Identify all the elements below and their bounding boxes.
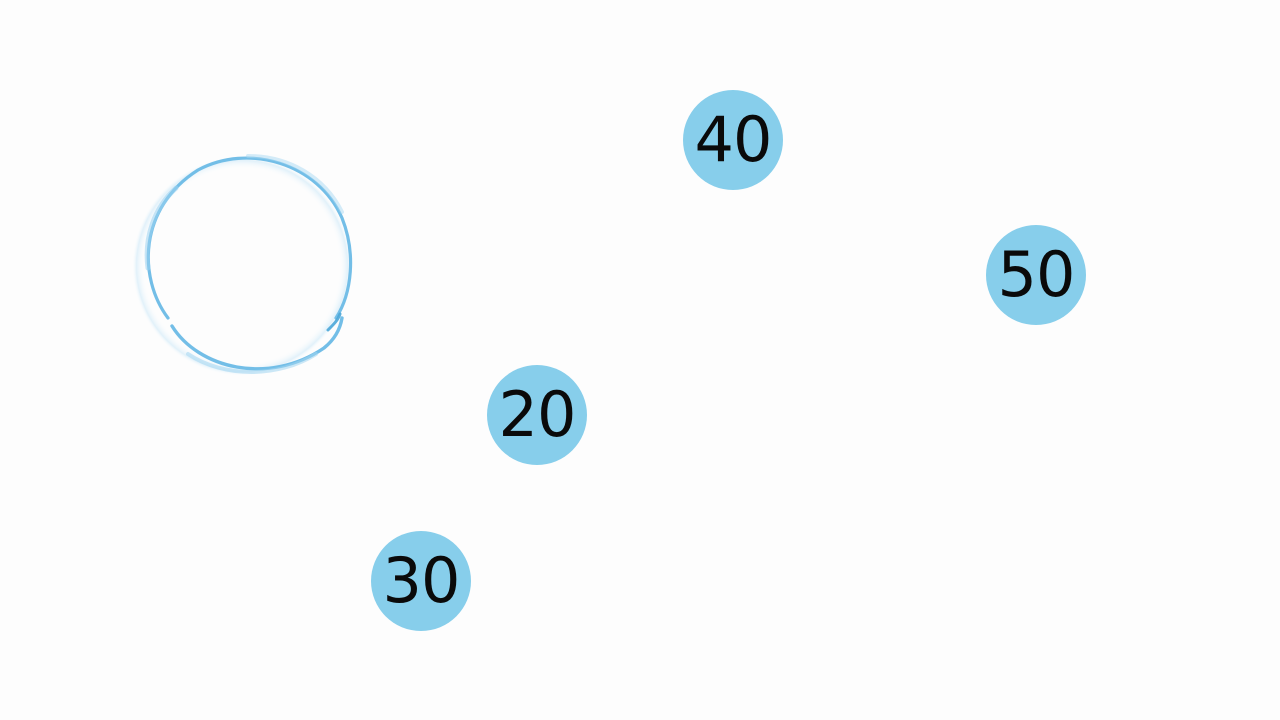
bubble-number: 40 [694,103,773,176]
number-bubble-20[interactable]: 20 [487,365,587,465]
number-bubble-50[interactable]: 50 [986,225,1086,325]
number-bubble-30[interactable]: 30 [371,531,471,631]
bubble-number: 30 [382,544,461,617]
empty-bubble-ring-icon[interactable] [128,148,356,384]
bubble-number: 50 [997,238,1076,311]
number-bubble-40[interactable]: 40 [683,90,783,190]
bubble-number: 20 [498,378,577,451]
